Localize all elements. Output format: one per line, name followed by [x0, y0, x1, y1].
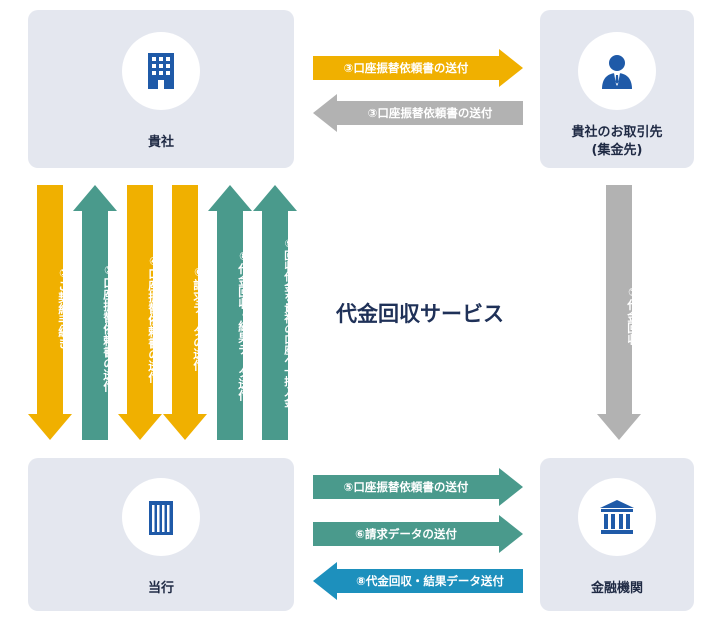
institution-pillars-icon: [600, 500, 634, 534]
arrow-bottom-3: ⑧代金回収・結果データ送付: [313, 562, 523, 600]
arrow-shape: [253, 185, 297, 440]
arrow-v4: ⑥請求データの送付: [163, 185, 207, 440]
arrow-v4-text: ⑥請求データの送付: [192, 265, 206, 371]
bank-label: 当行: [147, 581, 174, 596]
arrow-bottom-3-text: ⑧代金回収・結果データ送付: [356, 574, 504, 588]
node-company: 貴社: [28, 10, 294, 168]
node-bank: 当行: [28, 458, 294, 611]
arrow-shape: [597, 185, 641, 440]
financial-icon-circle: [578, 478, 656, 556]
arrow-shape: [313, 468, 523, 506]
arrow-bottom-1: ⑤口座振替依頼書の送付: [313, 468, 523, 506]
arrow-bottom-2-text: ⑥請求データの送付: [355, 527, 457, 541]
arrow-v2-text: ②口座振替依頼書の送付: [102, 262, 116, 392]
arrow-shape: [313, 49, 523, 87]
financial-label: 金融機関: [590, 581, 643, 596]
arrow-shape: [118, 185, 162, 440]
businessperson-icon: [602, 55, 632, 89]
arrow-v5: ⑧代金回収・結果データ送付: [208, 185, 252, 440]
arrow-v5-text: ⑧代金回収・結果データ送付: [237, 249, 251, 401]
arrow-shape: [208, 185, 252, 440]
arrow-v1: ①ご契約手続き: [28, 185, 72, 440]
company-label: 貴社: [147, 135, 174, 150]
arrow-top-left-text: ③口座振替依頼書の送付: [367, 106, 493, 120]
arrow-top-right-text: ③口座振替依頼書の送付: [343, 61, 469, 75]
customer-icon-circle: [578, 32, 656, 110]
bank-icon-circle: [122, 478, 200, 556]
arrow-v3: ④口座振替依頼書の送付: [118, 185, 162, 440]
arrow-v6-text: ⑨回収代金を貴社の口座へ一括入金: [283, 238, 295, 408]
office-building-icon: [148, 53, 174, 89]
node-financial: 金融機関: [540, 458, 694, 611]
arrow-shape: [73, 185, 117, 440]
bank-building-icon: [149, 501, 173, 535]
arrow-shape: [313, 515, 523, 553]
arrow-v6: ⑨回収代金を貴社の口座へ一括入金: [253, 185, 297, 440]
arrow-shape: [313, 94, 523, 132]
arrow-v3-text: ④口座振替依頼書の送付: [147, 253, 161, 383]
arrow-shape: [28, 185, 72, 440]
arrow-top-left: ③口座振替依頼書の送付: [313, 94, 523, 132]
arrow-top-right: ③口座振替依頼書の送付: [313, 49, 523, 87]
arrow-bottom-1-text: ⑤口座振替依頼書の送付: [343, 480, 469, 494]
arrow-right-down-text: ⑦代金回収: [626, 285, 640, 345]
customer-label: 貴社のお取引先 (集金先): [571, 125, 663, 158]
node-customer: 貴社のお取引先 (集金先): [540, 10, 694, 168]
arrow-v2: ②口座振替依頼書の送付: [73, 185, 117, 440]
arrow-v1-text: ①ご契約手続き: [57, 265, 71, 349]
diagram-title: 代金回収サービス: [336, 302, 504, 326]
arrow-shape: [163, 185, 207, 440]
arrow-shape: [313, 562, 523, 600]
arrow-right-down: ⑦代金回収: [597, 185, 641, 440]
arrow-bottom-2: ⑥請求データの送付: [313, 515, 523, 553]
company-icon-circle: [122, 32, 200, 110]
